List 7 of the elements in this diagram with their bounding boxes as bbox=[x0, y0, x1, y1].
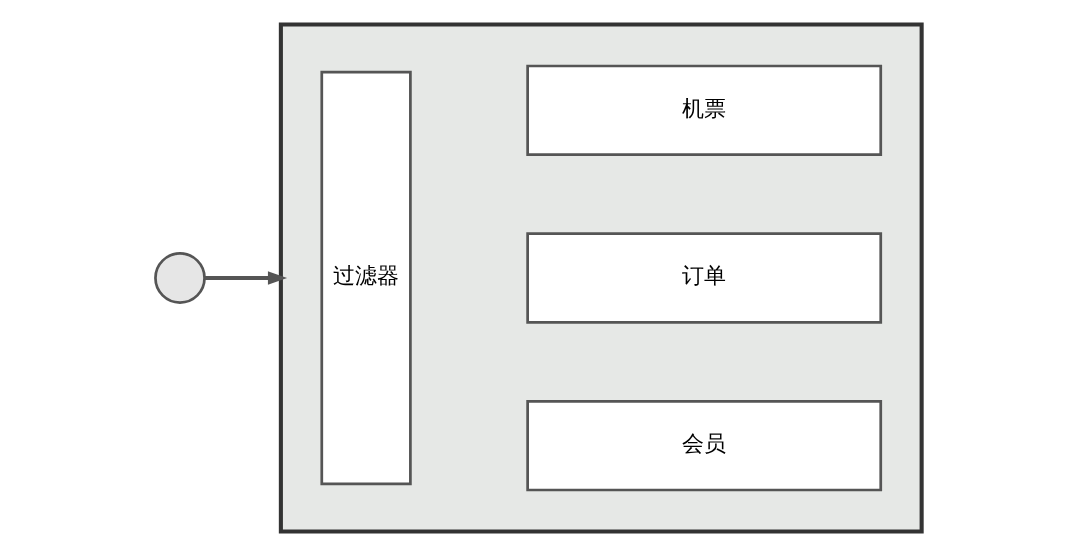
node-box: 过滤器 bbox=[319, 70, 412, 486]
node-box: 会员 bbox=[525, 400, 882, 492]
node-box: 订单 bbox=[525, 232, 882, 324]
cluster bbox=[278, 22, 924, 534]
node-person bbox=[153, 252, 206, 304]
node-box: 机票 bbox=[525, 64, 882, 156]
arrow bbox=[204, 271, 287, 285]
